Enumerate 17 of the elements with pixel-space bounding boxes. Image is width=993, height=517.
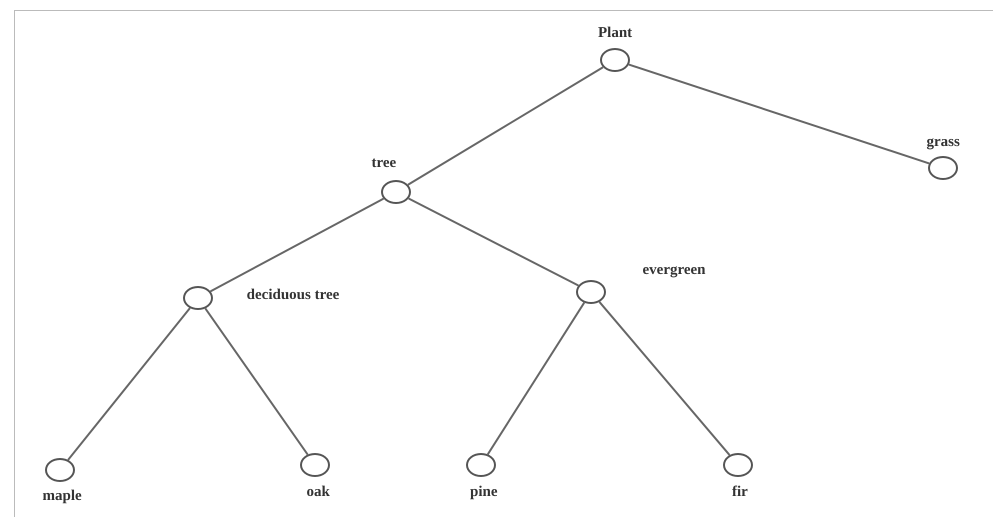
node-label: fir [732, 485, 748, 499]
node-label: oak [306, 485, 330, 499]
node-label: pine [470, 485, 498, 499]
node-label: grass [926, 135, 960, 149]
connector-line [204, 308, 308, 456]
node-label: tree [372, 156, 396, 170]
connector-line [408, 198, 579, 286]
connector-line [598, 301, 730, 456]
connector-line [486, 302, 586, 455]
connector-line [628, 64, 930, 164]
node-label: maple [42, 489, 82, 503]
node-label: evergreen [642, 263, 706, 277]
node-label: Plant [598, 26, 632, 40]
connector-line [407, 66, 604, 186]
connector-line [67, 307, 191, 461]
connector-line [210, 198, 384, 292]
node-label: deciduous tree [246, 288, 340, 302]
